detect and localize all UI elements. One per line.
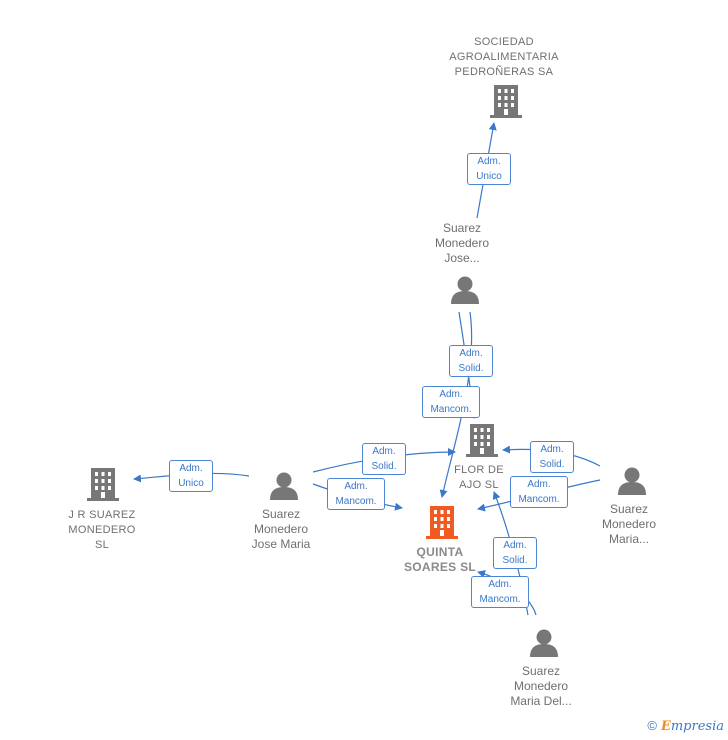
- node-label-suarez-jose-top[interactable]: Suarez Monedero Jose...: [434, 221, 490, 265]
- brand-e: E: [660, 719, 671, 734]
- building-icon[interactable]: [490, 85, 522, 118]
- edge-label-adm-mancom-quinta-right: Adm. Mancom.: [510, 476, 568, 508]
- edge-label-adm-mancom-quinta-bottom: Adm. Mancom.: [471, 576, 529, 608]
- person-icon[interactable]: [530, 629, 558, 658]
- brand-name: mpresia: [670, 719, 724, 734]
- building-icon[interactable]: [87, 468, 119, 501]
- node-label-jr-suarez[interactable]: J R SUAREZ MONEDERO SL: [68, 509, 136, 551]
- edge-label-adm-unico-jr: Adm. Unico: [169, 460, 213, 492]
- edge-label-adm-solid-flor-left: Adm. Solid.: [362, 443, 406, 475]
- node-label-sociedad[interactable]: SOCIEDAD AGROALIMENTARIA PEDROÑERAS SA: [449, 36, 559, 78]
- node-label-suarez-maria-del[interactable]: Suarez Monedero Maria Del...: [510, 664, 572, 708]
- building-icon[interactable]: [466, 424, 498, 457]
- empresia-brand[interactable]: ©Empresia: [647, 718, 724, 734]
- building-icon[interactable]: [426, 506, 458, 539]
- edge-label-adm-mancom-quinta-top: Adm. Mancom.: [422, 386, 480, 418]
- edge-label-adm-solid-flor-right: Adm. Solid.: [530, 441, 574, 473]
- edge-label-adm-unico-sociedad: Adm. Unico: [467, 153, 511, 185]
- node-label-suarez-maria-right[interactable]: Suarez Monedero Maria...: [601, 502, 657, 546]
- person-icon[interactable]: [451, 276, 479, 305]
- node-label-flor-de-ajo[interactable]: FLOR DE AJO SL: [454, 464, 504, 491]
- person-icon[interactable]: [618, 467, 646, 496]
- edge-label-adm-mancom-quinta-left: Adm. Mancom.: [327, 478, 385, 510]
- edge-label-adm-solid-flor: Adm. Solid.: [449, 345, 493, 377]
- node-label-quinta-soares[interactable]: QUINTA SOARES SL: [403, 545, 477, 574]
- person-icon[interactable]: [270, 472, 298, 501]
- copyright-icon: ©: [647, 718, 657, 733]
- edge-label-adm-solid-flor-bottom: Adm. Solid.: [493, 537, 537, 569]
- node-label-suarez-jose-maria[interactable]: Suarez Monedero Jose Maria: [251, 507, 311, 551]
